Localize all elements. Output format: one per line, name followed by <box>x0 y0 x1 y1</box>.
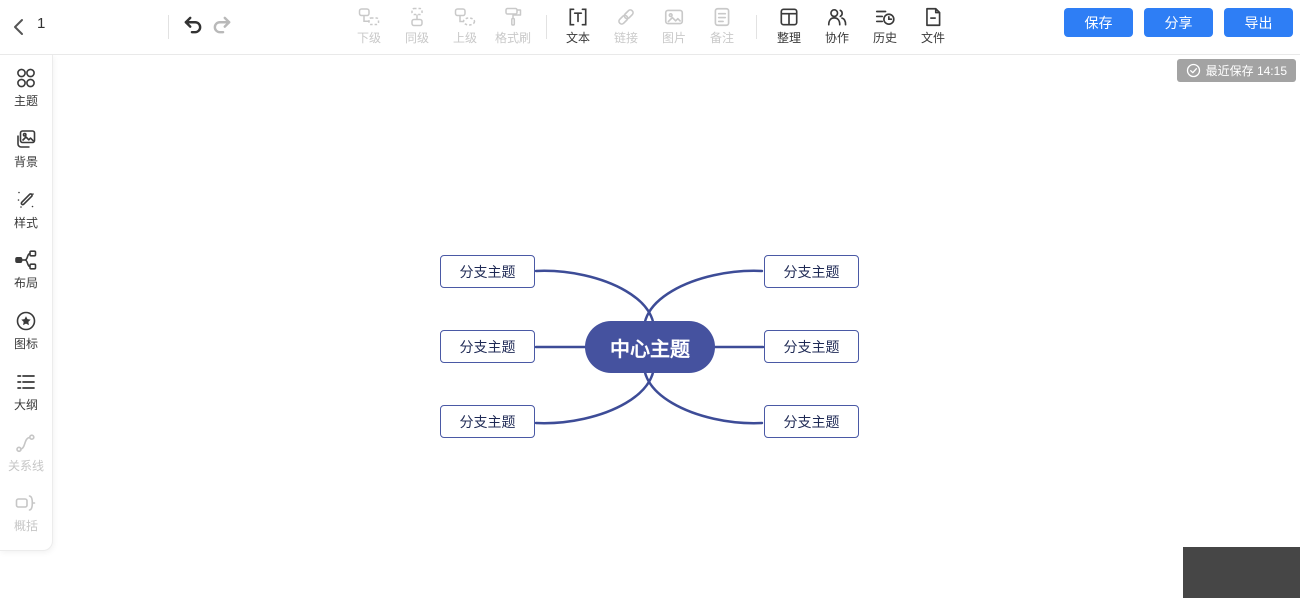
relation-line-icon <box>16 433 35 452</box>
tool-label: 整理 <box>776 31 801 45</box>
add-parent-node-button[interactable]: 上级 <box>441 5 489 51</box>
organize-button[interactable]: 整理 <box>765 5 813 51</box>
add-sibling-node-button[interactable]: 同级 <box>393 5 441 51</box>
sidebar-item-style[interactable]: 样式 <box>0 186 52 247</box>
image-icon <box>664 9 684 25</box>
theme-icon <box>17 68 35 88</box>
sidebar-item-outline[interactable]: 大纲 <box>0 368 52 429</box>
note-button[interactable]: 备注 <box>698 5 746 51</box>
history-button[interactable]: 历史 <box>861 5 909 51</box>
page-number: 1 <box>37 15 46 32</box>
sidebar: 主题 背景 样式 布局 图标 大纲 关系线 概括 <box>0 55 53 551</box>
undo-button[interactable] <box>180 12 206 38</box>
sidebar-item-label: 背景 <box>13 154 38 169</box>
note-icon <box>714 7 730 27</box>
branch-topic-node[interactable]: 分支主题 <box>440 255 535 288</box>
branch-topic-node[interactable]: 分支主题 <box>764 405 859 438</box>
divider <box>546 15 547 39</box>
last-saved-badge: 最近保存 14:15 <box>1176 59 1296 82</box>
minimap-panel[interactable] <box>1183 547 1300 598</box>
sidebar-item-label: 布局 <box>13 276 38 291</box>
summary-icon <box>15 495 36 512</box>
sidebar-item-background[interactable]: 背景 <box>0 125 52 186</box>
insert-tools-group: 文本 链接 图片 备注 <box>554 5 746 51</box>
tool-label: 备注 <box>709 31 734 45</box>
sibling-node-icon <box>411 7 423 27</box>
branch-topic-node[interactable]: 分支主题 <box>440 330 535 363</box>
people-icon <box>827 9 847 26</box>
collaborate-button[interactable]: 协作 <box>813 5 861 51</box>
chevron-left-icon <box>14 19 23 35</box>
sidebar-item-label: 关系线 <box>7 458 44 473</box>
sidebar-item-layout[interactable]: 布局 <box>0 246 52 307</box>
tool-label: 格式刷 <box>494 31 531 45</box>
redo-button[interactable] <box>209 12 235 38</box>
save-button[interactable]: 保存 <box>1064 8 1133 37</box>
tool-label: 协作 <box>824 31 849 45</box>
branch-topic-node[interactable]: 分支主题 <box>440 405 535 438</box>
add-child-node-button[interactable]: 下级 <box>345 5 393 51</box>
sidebar-item-label: 概括 <box>13 519 38 534</box>
history-icon <box>875 10 895 25</box>
redo-icon <box>213 16 231 34</box>
file-button[interactable]: 文件 <box>909 5 957 51</box>
magic-wand-icon <box>17 191 34 208</box>
branch-topic-node[interactable]: 分支主题 <box>764 330 859 363</box>
tool-label: 下级 <box>356 31 381 45</box>
link-icon <box>618 9 634 25</box>
sidebar-item-label: 样式 <box>13 215 38 230</box>
sidebar-item-theme[interactable]: 主题 <box>0 64 52 125</box>
layout-icon <box>15 250 37 270</box>
undo-icon <box>184 16 202 34</box>
action-buttons: 保存 分享 导出 <box>1064 8 1293 37</box>
tool-label: 文件 <box>920 31 945 45</box>
link-button[interactable]: 链接 <box>602 5 650 51</box>
node-tools-group: 下级 同级 上级 格式刷 <box>345 5 537 51</box>
share-button[interactable]: 分享 <box>1144 8 1213 37</box>
format-painter-icon <box>505 7 522 26</box>
sidebar-item-icons[interactable]: 图标 <box>0 307 52 368</box>
sidebar-item-summary[interactable]: 概括 <box>0 489 52 550</box>
child-node-icon <box>358 8 380 26</box>
tool-label: 上级 <box>452 31 477 45</box>
tool-label: 链接 <box>613 31 638 45</box>
text-button[interactable]: 文本 <box>554 5 602 51</box>
text-icon <box>569 8 587 26</box>
sidebar-item-label: 图标 <box>13 337 38 351</box>
star-circle-icon <box>16 311 36 331</box>
sidebar-item-relation-line[interactable]: 关系线 <box>0 429 52 490</box>
format-painter-button[interactable]: 格式刷 <box>489 5 537 51</box>
export-button[interactable]: 导出 <box>1224 8 1293 37</box>
tool-label: 同级 <box>404 31 429 45</box>
check-circle-icon <box>1186 63 1200 78</box>
tool-label: 文本 <box>565 31 590 45</box>
tool-label: 历史 <box>872 31 897 45</box>
doc-tools-group: 整理 协作 历史 文件 <box>765 5 957 51</box>
back-button[interactable] <box>8 14 30 40</box>
divider <box>168 15 169 39</box>
image-button[interactable]: 图片 <box>650 5 698 51</box>
file-icon <box>926 7 941 27</box>
tool-label: 图片 <box>661 31 686 45</box>
sidebar-item-label: 主题 <box>13 94 38 108</box>
divider <box>756 15 757 39</box>
sidebar-item-label: 大纲 <box>13 397 38 412</box>
organize-icon <box>780 8 798 26</box>
outline-list-icon <box>17 374 35 389</box>
last-saved-text: 最近保存 14:15 <box>1205 64 1287 78</box>
parent-node-icon <box>454 8 476 26</box>
central-topic-node[interactable]: 中心主题 <box>585 321 715 373</box>
branch-topic-node[interactable]: 分支主题 <box>764 255 859 288</box>
background-icon <box>17 129 36 148</box>
toolbar: 1 下级 同级 上级 格式刷 文本 链 <box>0 0 1300 55</box>
